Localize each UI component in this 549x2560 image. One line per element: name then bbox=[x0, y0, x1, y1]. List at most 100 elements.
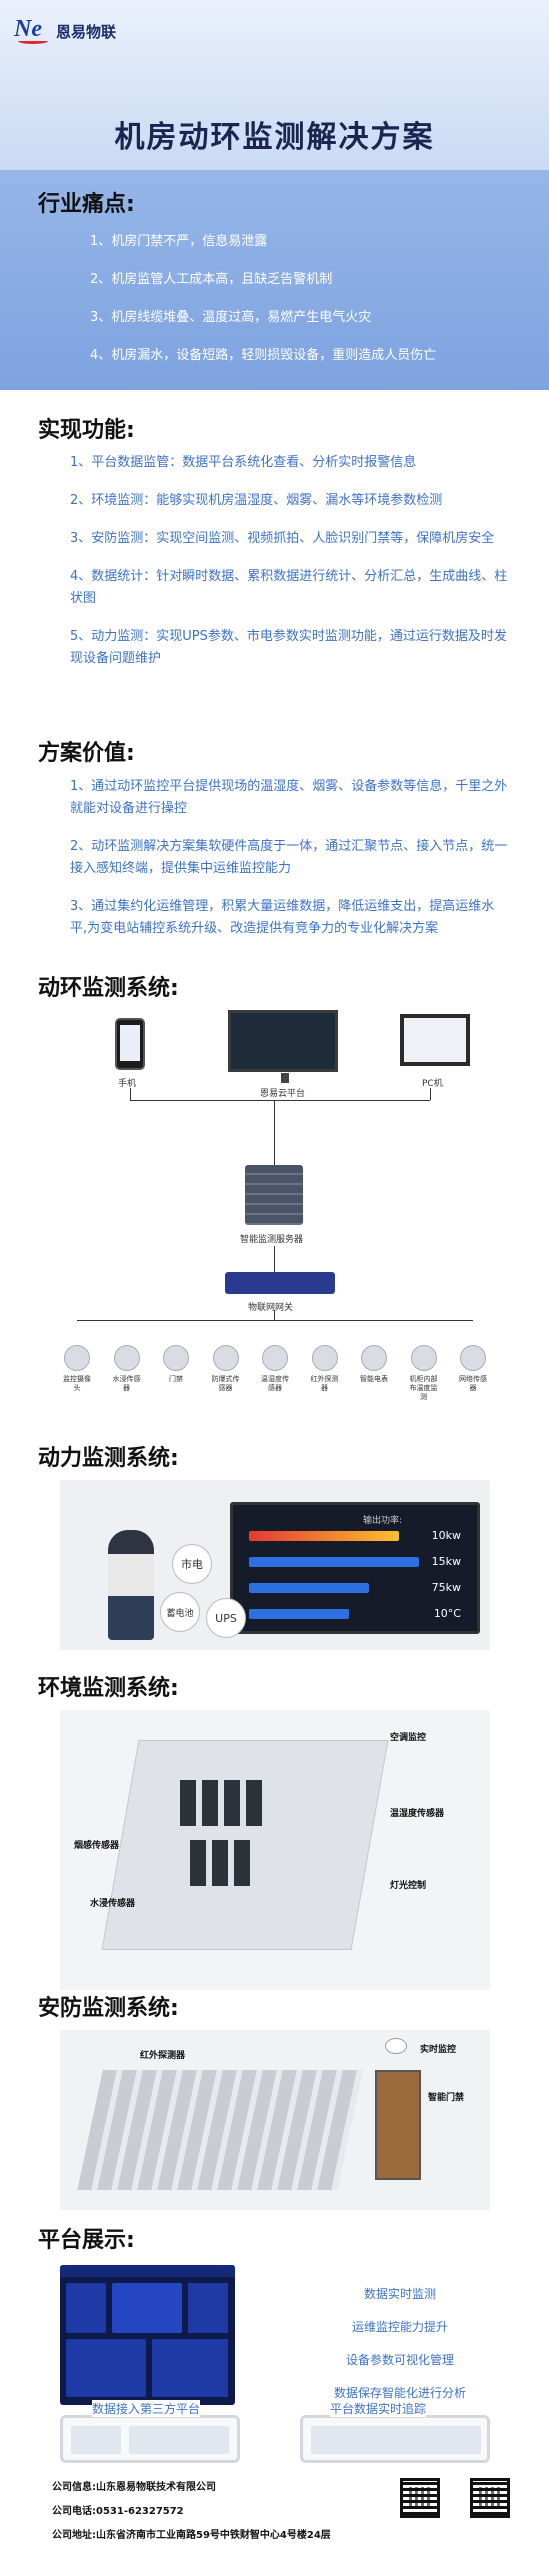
pain-point-item: 4、机房漏水，设备短路，轻则损毁设备，重则造成人员伤亡 bbox=[90, 348, 437, 363]
environment-illustration: 空调监控 温湿度传感器 烟感传感器 水浸传感器 灯光控制 bbox=[60, 1710, 490, 1990]
environment-heading: 环境监测系统: bbox=[38, 1676, 179, 1701]
logo-mark-icon: Ne bbox=[14, 16, 50, 46]
bubble-ups: UPS bbox=[206, 1598, 246, 1638]
function-item: 3、安防监测：实现空间监测、视频抓拍、人脸识别门禁等，保障机房安全 bbox=[70, 531, 495, 546]
sensor-water: 水浸传感器 bbox=[110, 1345, 144, 1402]
label-phone: 手机 bbox=[118, 1079, 137, 1089]
footer-address: 公司地址:山东省济南市工业南路59号中铁财智中心4号楼24层 bbox=[52, 2530, 331, 2541]
tag-infrared: 红外探测器 bbox=[140, 2051, 186, 2061]
sensor-meter: 智能电表 bbox=[357, 1345, 391, 1402]
dashboard-panel bbox=[188, 2283, 228, 2333]
connector-line bbox=[130, 1088, 131, 1100]
door-lock-icon bbox=[163, 1345, 189, 1371]
tablet-mockup-right bbox=[300, 2415, 490, 2463]
rack-icon bbox=[212, 1840, 228, 1886]
reading-value: 10kw bbox=[431, 1529, 461, 1542]
security-heading: 安防监测系统: bbox=[38, 1996, 179, 2021]
connector-line bbox=[77, 1320, 473, 1321]
platform-feature: 数据实时监测 bbox=[363, 2287, 436, 2301]
dashboard-panel bbox=[66, 2283, 106, 2333]
connector-line bbox=[430, 1088, 431, 1100]
camera-icon bbox=[64, 1345, 90, 1371]
person-icon bbox=[108, 1530, 154, 1640]
connector-line bbox=[274, 1246, 275, 1272]
rack-icon bbox=[180, 1780, 196, 1826]
electric-meter-icon bbox=[361, 1345, 387, 1371]
qr-code-icon bbox=[470, 2478, 510, 2518]
platform-heading: 平台展示: bbox=[38, 2228, 135, 2253]
function-item: 4、数据统计：针对瞬时数据、累积数据进行统计、分析汇总，生成曲线、柱状图 bbox=[70, 569, 508, 606]
footer: 公司信息:山东恩易物联技术有限公司 公司电话:0531-62327572 公司地… bbox=[0, 2470, 549, 2560]
rack-icon bbox=[234, 1840, 250, 1886]
footer-company: 公司信息:山东恩易物联技术有限公司 bbox=[52, 2482, 216, 2493]
dashboard-header bbox=[60, 2265, 235, 2277]
power-bar bbox=[249, 1583, 369, 1593]
sensor-explosion-proof: 防爆式传感器 bbox=[209, 1345, 243, 1402]
sensor-temp-humidity: 温湿度传感器 bbox=[258, 1345, 292, 1402]
pain-point-item: 3、机房线缆堆叠、温度过高，易燃产生电气火灾 bbox=[90, 310, 372, 325]
pain-points-heading: 行业痛点: bbox=[38, 192, 135, 217]
value-item: 2、动环监测解决方案集软硬件高度于一体，通过汇聚节点、接入节点，统一接入感知终端… bbox=[70, 839, 508, 876]
sensor-camera: 监控摄像头 bbox=[60, 1345, 94, 1402]
function-item: 5、动力监测：实现UPS参数、市电参数实时监测功能，通过运行数据及时发现设备问题… bbox=[70, 629, 507, 666]
function-item: 1、平台数据监管：数据平台系统化查看、分析实时报警信息 bbox=[70, 455, 417, 470]
power-screen: 输出功率: 10kw 15kw 75kw 10°C bbox=[230, 1502, 480, 1634]
monitor-icon bbox=[228, 1010, 338, 1083]
sensor-row: 监控摄像头 水浸传感器 门禁 防爆式传感器 温湿度传感器 红外探测器 智能电表 … bbox=[60, 1345, 490, 1402]
tag-access: 智能门禁 bbox=[428, 2093, 465, 2103]
label-gateway: 物联网网关 bbox=[248, 1303, 294, 1313]
security-illustration: 红外探测器 实时监控 智能门禁 bbox=[60, 2030, 490, 2210]
dashboard-panel bbox=[112, 2283, 182, 2333]
tablet-widget bbox=[311, 2426, 481, 2454]
power-heading: 动力监测系统: bbox=[38, 1446, 179, 1471]
platform-feature: 运维监控能力提升 bbox=[351, 2320, 448, 2334]
label-cloud: 恩易云平台 bbox=[260, 1089, 306, 1099]
tag-smoke: 烟感传感器 bbox=[74, 1841, 120, 1851]
dashboard-panel bbox=[152, 2339, 228, 2397]
value-list: 1、通过动环监控平台提供现场的温湿度、烟雾、设备参数等信息，千里之外就能对设备进… bbox=[70, 776, 510, 940]
platform-caption: 数据接入第三方平台 bbox=[92, 2400, 201, 2417]
power-bar bbox=[249, 1557, 419, 1567]
rack-icon bbox=[190, 1840, 206, 1886]
functions-heading: 实现功能: bbox=[38, 418, 135, 443]
thermometer-icon bbox=[262, 1345, 288, 1371]
function-item: 2、环境监测：能够实现机房温湿度、烟雾、漏水等环境参数检测 bbox=[70, 493, 443, 508]
sensor-network: 网络传感器 bbox=[456, 1345, 490, 1402]
platform-feature: 设备参数可视化管理 bbox=[345, 2353, 454, 2367]
reading-value: 75kw bbox=[431, 1581, 461, 1594]
tablet-widget bbox=[71, 2426, 121, 2454]
hero-banner: Ne 恩易物联 机房动环监测解决方案 行业痛点: 1、机房门禁不严，信息易泄露 … bbox=[0, 0, 549, 390]
phone-icon bbox=[115, 1018, 145, 1070]
footer-phone: 公司电话:0531-62327572 bbox=[52, 2506, 184, 2517]
company-logo: Ne 恩易物联 bbox=[14, 16, 116, 46]
server-icon bbox=[245, 1165, 303, 1225]
label-pc: PC机 bbox=[422, 1079, 443, 1089]
value-item: 1、通过动环监控平台提供现场的温湿度、烟雾、设备参数等信息，千里之外就能对设备进… bbox=[70, 779, 508, 816]
label-server: 智能监测服务器 bbox=[240, 1235, 304, 1245]
infrared-detector-icon bbox=[311, 1345, 338, 1371]
power-bar bbox=[249, 1531, 399, 1541]
dashboard-screenshot bbox=[60, 2265, 235, 2405]
topology-diagram: 手机 恩易云平台 PC机 智能监测服务器 物联网网关 监控摄像头 水浸传感器 门… bbox=[60, 1010, 490, 1410]
pain-points-list: 1、机房门禁不严，信息易泄露 2、机房监管人工成本高，且缺乏告警机制 3、机房线… bbox=[90, 232, 436, 384]
bubble-battery: 蓄电池 bbox=[160, 1592, 200, 1632]
topology-heading: 动环监测系统: bbox=[38, 976, 179, 1001]
gateway-icon bbox=[225, 1272, 335, 1294]
sensor-cabinet: 机柜内部布温度监测 bbox=[407, 1345, 441, 1402]
connector-line bbox=[130, 1100, 430, 1101]
rack-icon bbox=[202, 1780, 218, 1826]
rack-icon bbox=[224, 1780, 240, 1826]
reading-value: 10°C bbox=[433, 1607, 461, 1620]
rack-rows bbox=[77, 2070, 363, 2190]
rack-icon bbox=[246, 1780, 262, 1826]
tablet-mockup-left bbox=[60, 2415, 240, 2463]
network-sensor-icon bbox=[460, 1345, 486, 1371]
pc-icon bbox=[400, 1014, 470, 1066]
platform-feature: 数据保存智能化进行分析 bbox=[333, 2386, 466, 2400]
screen-header: 输出功率: bbox=[363, 1516, 403, 1526]
tablet-widget bbox=[129, 2426, 229, 2454]
power-illustration: 输出功率: 10kw 15kw 75kw 10°C 市电 蓄电池 UPS bbox=[60, 1480, 490, 1650]
connector-line bbox=[274, 1310, 275, 1320]
explosion-proof-sensor-icon bbox=[212, 1345, 239, 1371]
tag-light: 灯光控制 bbox=[390, 1881, 427, 1891]
